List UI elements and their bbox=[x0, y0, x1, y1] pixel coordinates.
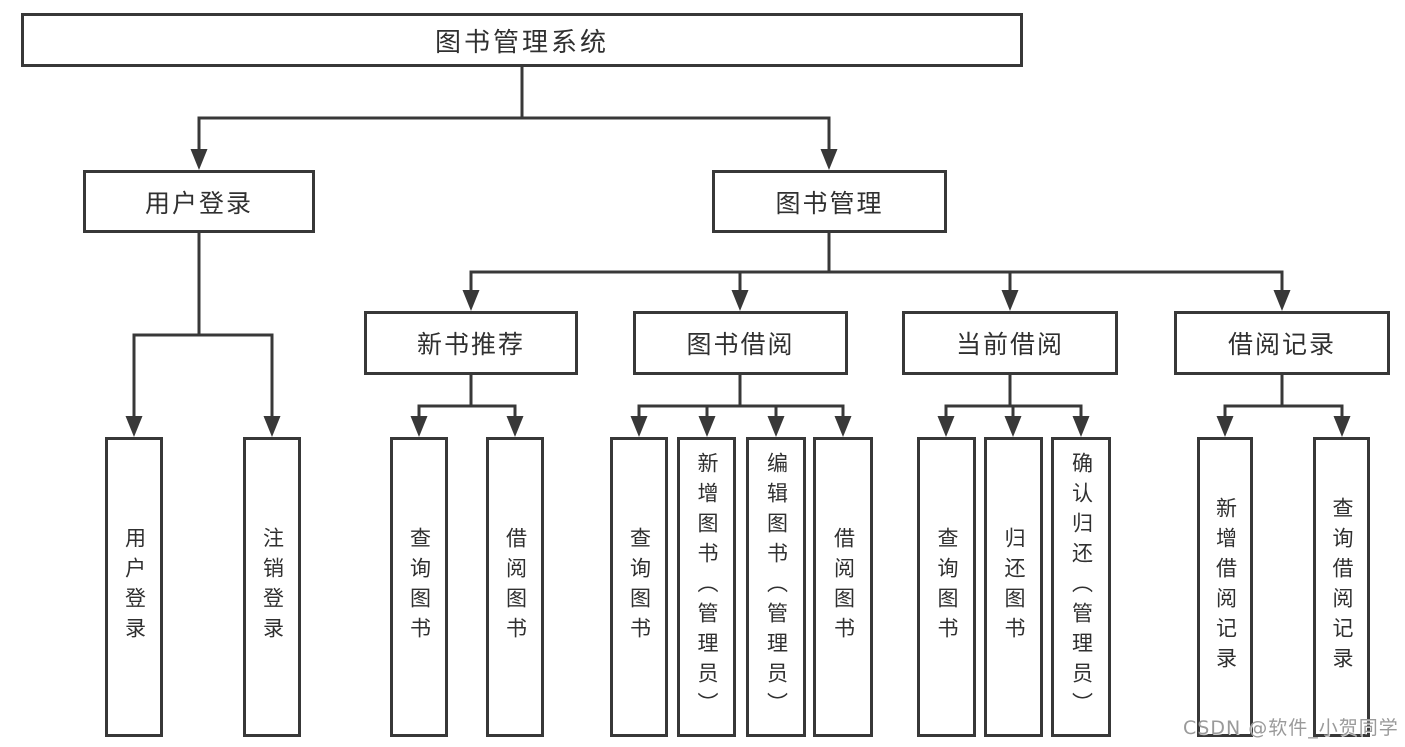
arrow-down-icon bbox=[263, 416, 281, 437]
node-current-borrow: 当前借阅 bbox=[902, 311, 1118, 375]
arrow-down-icon bbox=[731, 290, 749, 311]
node-user-login: 用户登录 bbox=[83, 170, 315, 233]
arrow-down-icon bbox=[698, 416, 716, 437]
leaf-borrow-edit-book-admin: 编辑图书（管理员） bbox=[746, 437, 806, 737]
arrow-down-icon bbox=[1072, 416, 1090, 437]
arrow-down-icon bbox=[125, 416, 143, 437]
arrow-down-icon bbox=[937, 416, 955, 437]
arrow-down-icon bbox=[820, 149, 838, 170]
leaf-recommend-query-book: 查询图书 bbox=[390, 437, 448, 737]
arrow-down-icon bbox=[1273, 290, 1291, 311]
leaf-current-return-book: 归还图书 bbox=[984, 437, 1043, 737]
leaf-current-confirm-return-admin: 确认归还（管理员） bbox=[1051, 437, 1111, 737]
leaf-logout: 注销登录 bbox=[243, 437, 301, 737]
leaf-borrow-add-book-admin: 新增图书（管理员） bbox=[677, 437, 736, 737]
arrow-down-icon bbox=[410, 416, 428, 437]
arrow-down-icon bbox=[767, 416, 785, 437]
node-root-library-system: 图书管理系统 bbox=[21, 13, 1023, 67]
arrow-down-icon bbox=[1001, 290, 1019, 311]
node-borrow-records: 借阅记录 bbox=[1174, 311, 1390, 375]
leaf-recommend-borrow-book: 借阅图书 bbox=[486, 437, 544, 737]
leaf-user-login: 用户登录 bbox=[105, 437, 163, 737]
arrow-down-icon bbox=[834, 416, 852, 437]
arrow-down-icon bbox=[190, 149, 208, 170]
node-new-book-recommend: 新书推荐 bbox=[364, 311, 578, 375]
leaf-record-query-record: 查询借阅记录 bbox=[1313, 437, 1370, 737]
arrow-down-icon bbox=[1004, 416, 1022, 437]
node-book-borrow: 图书借阅 bbox=[633, 311, 848, 375]
arrow-down-icon bbox=[1216, 416, 1234, 437]
arrow-down-icon bbox=[630, 416, 648, 437]
leaf-record-add-record: 新增借阅记录 bbox=[1197, 437, 1253, 737]
node-book-management: 图书管理 bbox=[712, 170, 947, 233]
arrow-down-icon bbox=[1333, 416, 1351, 437]
leaf-borrow-borrow-book: 借阅图书 bbox=[813, 437, 873, 737]
arrow-down-icon bbox=[506, 416, 524, 437]
leaf-current-query-book: 查询图书 bbox=[917, 437, 976, 737]
leaf-borrow-query-book: 查询图书 bbox=[610, 437, 668, 737]
arrow-down-icon bbox=[462, 290, 480, 311]
